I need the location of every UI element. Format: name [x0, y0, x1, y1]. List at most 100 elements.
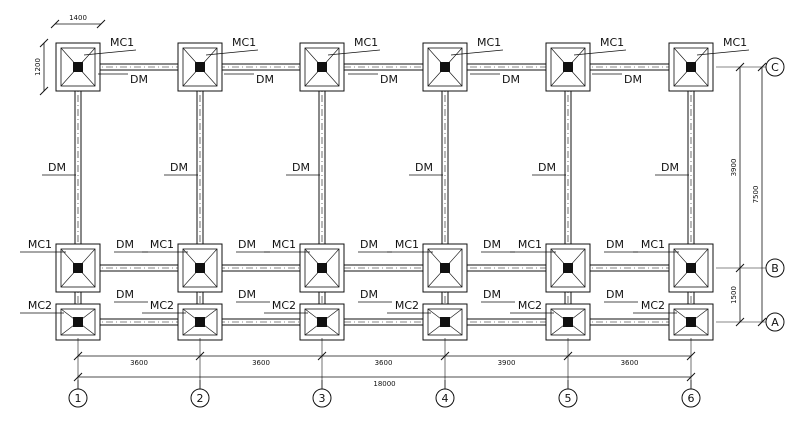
footing-mc2-a1-column [73, 317, 83, 327]
dim-tick-bays-5 [563, 351, 573, 361]
footing-mc1-c5-column [563, 62, 573, 72]
footing-mc1-c6-step [673, 47, 709, 87]
dim-bay-4: 3900 [498, 359, 516, 367]
label-dm-col-1: DM [48, 161, 66, 174]
dim-right-total-tick-bottom [757, 317, 767, 327]
label-dm-row-a-4: DM [483, 288, 501, 301]
axis-row-label-2: A [771, 316, 779, 329]
axis-col-bubble-6 [681, 388, 701, 408]
dim-right-upper: 3900 [730, 159, 738, 177]
footing-mc1-c5-step [550, 47, 586, 87]
label-dm-row-a-3: DM [360, 288, 378, 301]
dim-right-tick-1 [735, 62, 745, 72]
label-dm-row-b-1: DM [116, 238, 134, 251]
dim-right-total-tick-top [757, 62, 767, 72]
label-dm-col-2: DM [170, 161, 188, 174]
label-mc1-row-b-2: MC1 [150, 238, 174, 251]
dim-total: 18000 [373, 380, 395, 388]
label-mc2-row-a-4: MC2 [395, 299, 419, 312]
footing-mc1-c6-column [686, 62, 696, 72]
footing-mc2-a6-column [686, 317, 696, 327]
dim-right-tick-3 [735, 317, 745, 327]
label-mc1-row-c-6-leader [696, 49, 750, 56]
label-mc1-row-c-6: MC1 [723, 36, 747, 49]
axis-row-label-1: B [771, 262, 779, 275]
axis-row-bubble-1 [765, 258, 785, 278]
footing-mc1-c4-column [440, 62, 450, 72]
dim-tick-bays-3 [317, 351, 327, 361]
footing-mc2-a4-column [440, 317, 450, 327]
dim-right-tick-2 [735, 263, 745, 273]
label-dm-col-5: DM [538, 161, 556, 174]
label-mc2-row-a-5: MC2 [518, 299, 542, 312]
footing-mc1-b3-step [304, 248, 340, 288]
dim-right-lower: 1500 [730, 286, 738, 304]
label-dm-row-b-3: DM [360, 238, 378, 251]
dim-tick-pad-height-bottom [39, 86, 49, 96]
label-mc1-row-b-5: MC1 [518, 238, 542, 251]
dim-tick-bays-1 [73, 351, 83, 361]
footing-mc2-a5-column [563, 317, 573, 327]
label-dm-row-c-2: DM [256, 73, 274, 86]
label-dm-col-3: DM [292, 161, 310, 174]
dim-tick-bays-2 [195, 351, 205, 361]
dim-bay-2: 3600 [252, 359, 270, 367]
dim-tick-total-right [686, 372, 696, 382]
footing-mc1-b4-column [440, 263, 450, 273]
label-mc2-row-a-1: MC2 [28, 299, 52, 312]
label-dm-row-b-4: DM [483, 238, 501, 251]
dim-tick-bays-4 [440, 351, 450, 361]
label-mc2-row-a-6: MC2 [641, 299, 665, 312]
dim-tick-pad-height-top [39, 38, 49, 48]
label-dm-row-a-2: DM [238, 288, 256, 301]
label-mc1-row-c-3: MC1 [354, 36, 378, 49]
footing-mc1-c1-column [73, 62, 83, 72]
axis-col-label-4: 4 [442, 392, 449, 405]
footing-mc1-c4-step [427, 47, 463, 87]
axis-col-bubble-5 [558, 388, 578, 408]
label-mc1-row-c-1: MC1 [110, 36, 134, 49]
dim-pad-width: 1400 [69, 14, 87, 22]
axis-row-label-0: C [771, 61, 779, 74]
label-dm-row-a-5: DM [606, 288, 624, 301]
footing-mc2-a3-step [304, 308, 340, 336]
dim-bay-5: 3600 [621, 359, 639, 367]
dim-tick-pad-width-left [50, 19, 60, 29]
footing-mc2-a4-step [427, 308, 463, 336]
footing-mc1-b1-column [73, 263, 83, 273]
dim-tick-total-left [73, 372, 83, 382]
axis-col-bubble-1 [68, 388, 88, 408]
label-dm-row-b-2: DM [238, 238, 256, 251]
label-mc2-row-a-3: MC2 [272, 299, 296, 312]
label-mc1-row-b-6: MC1 [641, 238, 665, 251]
axis-row-bubble-0 [765, 57, 785, 77]
footing-mc2-a5-step [550, 308, 586, 336]
dim-tick-pad-width-right [96, 19, 106, 29]
axis-col-label-3: 3 [319, 392, 326, 405]
label-mc1-row-c-2-leader [205, 49, 259, 56]
label-dm-row-c-3: DM [380, 73, 398, 86]
footing-mc1-b4-step [427, 248, 463, 288]
dim-right-total: 7500 [752, 186, 760, 204]
label-mc1-row-c-1-leader [83, 49, 137, 56]
footing-mc1-c3-column [317, 62, 327, 72]
label-dm-row-b-5: DM [606, 238, 624, 251]
footing-mc1-b3-column [317, 263, 327, 273]
footing-mc1-c3-step [304, 47, 340, 87]
axis-col-bubble-3 [312, 388, 332, 408]
label-dm-row-c-4: DM [502, 73, 520, 86]
label-mc1-row-c-5-leader [573, 49, 627, 56]
label-dm-row-c-5: DM [624, 73, 642, 86]
label-mc1-row-b-3: MC1 [272, 238, 296, 251]
dim-bay-1: 3600 [130, 359, 148, 367]
grade-beams [74, 63, 695, 326]
label-dm-row-a-1: DM [116, 288, 134, 301]
footing-mc2-a3-column [317, 317, 327, 327]
footing-mc1-b1-step [60, 248, 96, 288]
axis-row-bubble-2 [765, 312, 785, 332]
footing-mc1-c2-step [182, 47, 218, 87]
footing-mc1-b2-column [195, 263, 205, 273]
dim-bay-3: 3600 [375, 359, 393, 367]
